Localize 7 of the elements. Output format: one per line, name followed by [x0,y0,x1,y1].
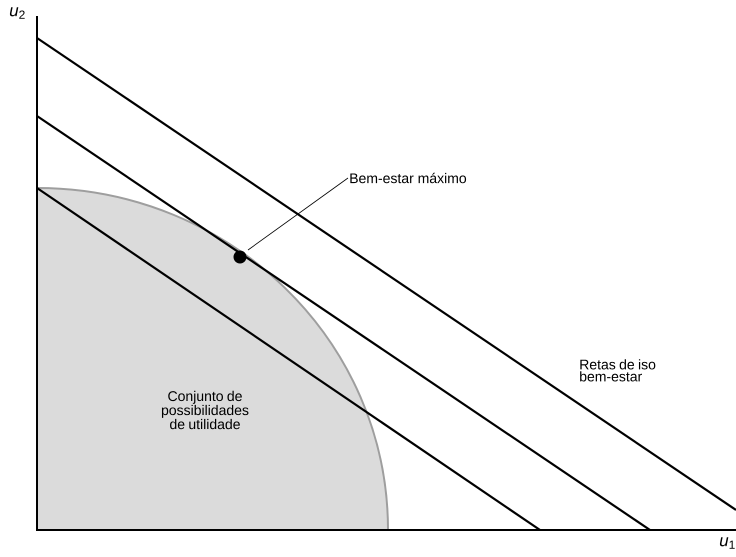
curve-label: Retas de iso bem-estar [580,359,656,382]
axis-label: u$_{2}$ [10,7,25,19]
optimum-point [234,250,246,264]
region-label: Conjunto de possibilidades de utilidade [162,390,248,430]
leader-line [248,178,348,250]
axis-label: u$_{1}$ [720,537,735,549]
callout-label: Bem-estar máximo [350,172,466,184]
